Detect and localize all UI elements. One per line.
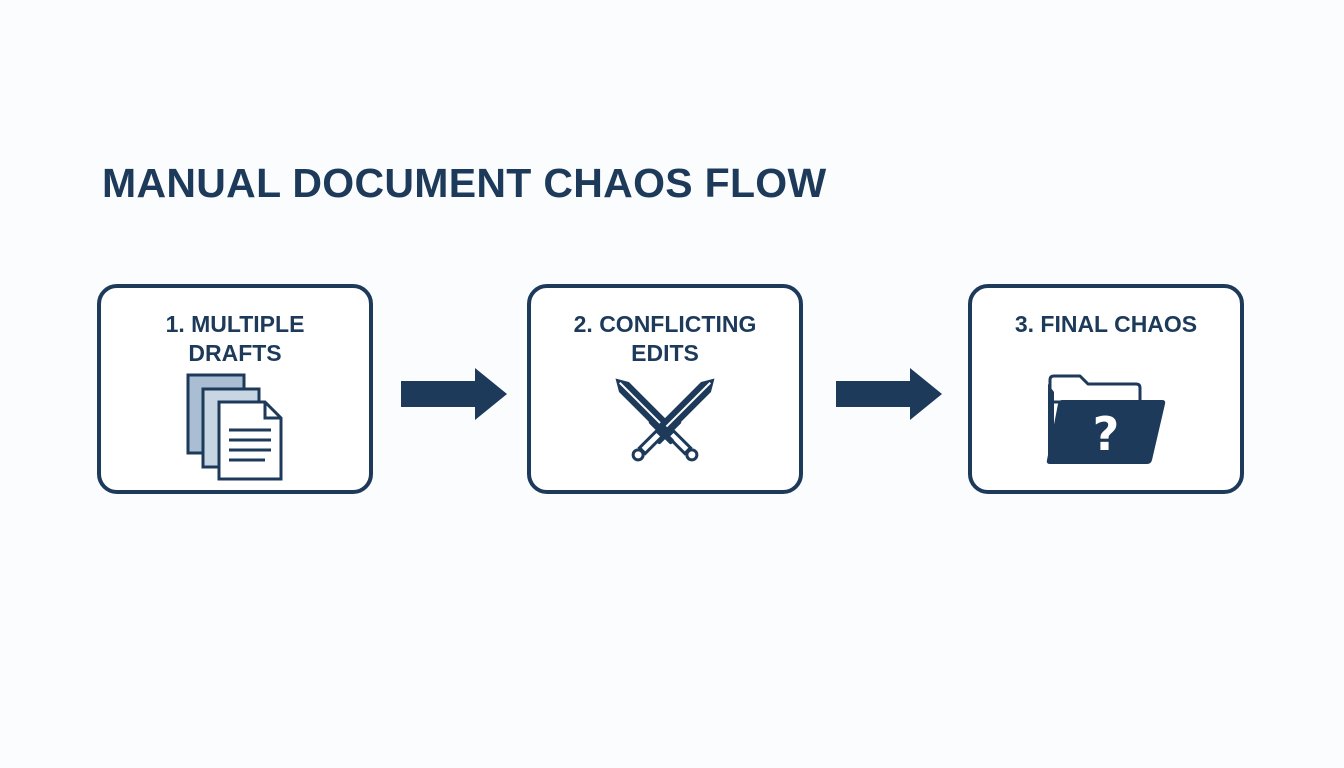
folder-question-icon: ? [1046, 374, 1166, 464]
step-box-multiple-drafts: 1. MULTIPLE DRAFTS [97, 284, 373, 494]
diagram-title: MANUAL DOCUMENT CHAOS FLOW [102, 160, 827, 206]
step-label: 2. CONFLICTING EDITS [531, 310, 799, 368]
svg-text:?: ? [1093, 407, 1120, 461]
flow-arrow-right-icon [401, 368, 507, 420]
step-label-line: EDITS [631, 340, 699, 366]
step-label-line: 3. FINAL CHAOS [1014, 311, 1198, 337]
step-label-line: 2. CONFLICTING [573, 311, 757, 337]
step-box-conflicting-edits: 2. CONFLICTING EDITS [527, 284, 803, 494]
flow-arrow-right-icon [836, 368, 942, 420]
step-label: 3. FINAL CHAOS [972, 310, 1240, 339]
stacked-documents-icon [186, 373, 283, 481]
step-label-line: DRAFTS [188, 340, 282, 366]
crossed-swords-icon [615, 378, 715, 462]
step-label: 1. MULTIPLE DRAFTS [101, 310, 369, 368]
step-label-line: 1. MULTIPLE [165, 311, 305, 337]
step-box-final-chaos: 3. FINAL CHAOS ? [968, 284, 1244, 494]
